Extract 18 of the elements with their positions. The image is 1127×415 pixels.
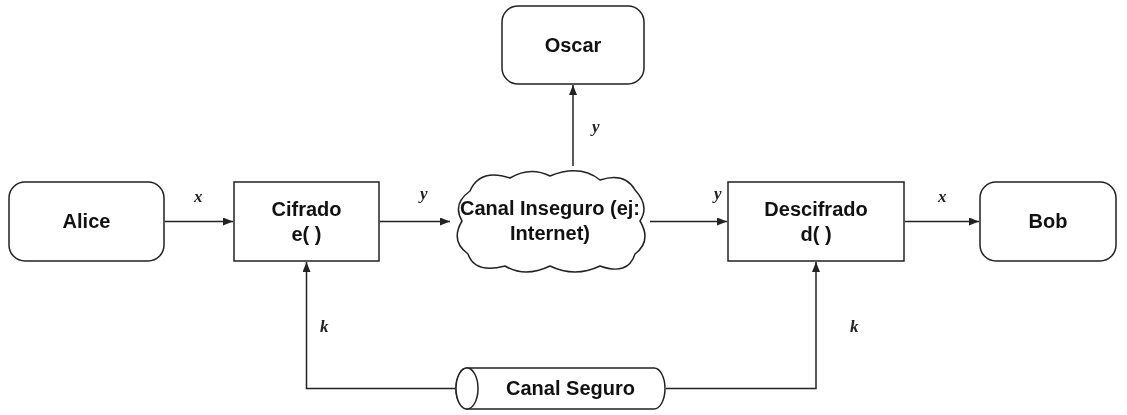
arrow <box>302 261 456 390</box>
node-label: Canal Seguro <box>506 376 635 401</box>
node-label: Descifrado <box>764 196 868 222</box>
arrow <box>569 84 577 167</box>
node-label: e( ) <box>291 221 322 247</box>
arrow <box>164 217 234 226</box>
arrow <box>665 261 820 390</box>
edge-label: k <box>318 318 331 335</box>
edge-label: k <box>848 318 861 335</box>
node-label: Bob <box>1028 209 1068 234</box>
node-label: d( ) <box>800 221 832 247</box>
node-label: Alice <box>62 209 111 234</box>
node-label: Cifrado <box>271 196 342 222</box>
arrow <box>379 217 451 226</box>
node-label: Canal Inseguro (ej: Internet) <box>459 196 641 246</box>
node-label: Oscar <box>544 32 602 58</box>
arrow <box>649 217 728 226</box>
arrow <box>904 217 980 226</box>
